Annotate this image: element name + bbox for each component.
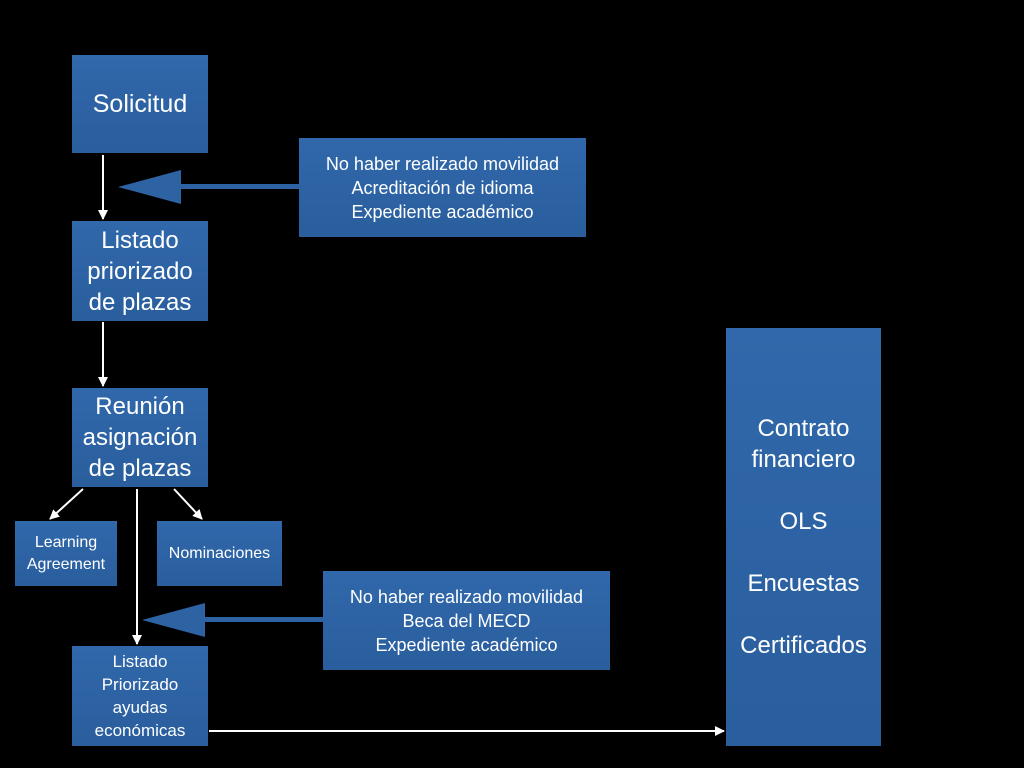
requirements-2-line-2: Beca del MECD xyxy=(402,610,531,631)
feed-arrow-requirements-1 xyxy=(118,170,299,204)
node-nominaciones: Nominaciones xyxy=(157,521,282,586)
node-ayudas-line-3: ayudas xyxy=(112,698,168,717)
node-listado-ayudas-economicas: Listado Priorizado ayudas económicas xyxy=(72,646,208,746)
node-ayudas-line-1: Listado xyxy=(112,652,168,671)
node-listado-plazas-line-2: priorizado xyxy=(87,257,193,285)
requirements-1-line-3: Expediente académico xyxy=(351,201,534,222)
node-final-contrato: Contrato xyxy=(757,415,850,442)
node-listado-priorizado-plazas: Listado priorizado de plazas xyxy=(72,221,208,321)
node-learning-line-1: Learning xyxy=(34,533,98,551)
node-solicitud: Solicitud xyxy=(72,55,208,153)
node-final-ols: OLS xyxy=(779,508,828,535)
arrow-reunion-to-nominaciones xyxy=(173,488,203,520)
node-reunion-line-3: de plazas xyxy=(88,455,192,482)
node-nominaciones-label: Nominaciones xyxy=(168,544,271,562)
node-reunion-asignacion: Reunión asignación de plazas xyxy=(72,388,208,487)
requirements-box-1: No haber realizado movilidad Acreditació… xyxy=(299,138,586,237)
node-learning-agreement: Learning Agreement xyxy=(15,521,117,586)
node-reunion-line-1: Reunión xyxy=(95,393,185,420)
node-final-documents: Contrato financiero OLS Encuestas Certif… xyxy=(726,328,881,746)
requirements-2-line-3: Expediente académico xyxy=(375,634,558,655)
node-listado-plazas-line-1: Listado xyxy=(101,226,179,254)
node-final-financiero: financiero xyxy=(751,446,856,473)
requirements-1-line-1: No haber realizado movilidad xyxy=(325,153,560,174)
node-listado-plazas-line-3: de plazas xyxy=(88,288,192,316)
node-final-encuestas: Encuestas xyxy=(747,570,860,597)
node-ayudas-line-4: económicas xyxy=(94,721,186,740)
node-reunion-line-2: asignación xyxy=(82,424,198,451)
node-learning-line-2: Agreement xyxy=(26,555,106,573)
arrow-reunion-to-learning xyxy=(49,488,84,520)
node-ayudas-line-2: Priorizado xyxy=(101,675,179,694)
requirements-2-line-1: No haber realizado movilidad xyxy=(349,586,584,607)
node-solicitud-label: Solicitud xyxy=(92,89,188,118)
node-final-certificados: Certificados xyxy=(740,632,867,659)
requirements-1-line-2: Acreditación de idioma xyxy=(351,177,534,198)
requirements-box-2: No haber realizado movilidad Beca del ME… xyxy=(323,571,610,670)
feed-arrow-requirements-2 xyxy=(142,603,323,637)
